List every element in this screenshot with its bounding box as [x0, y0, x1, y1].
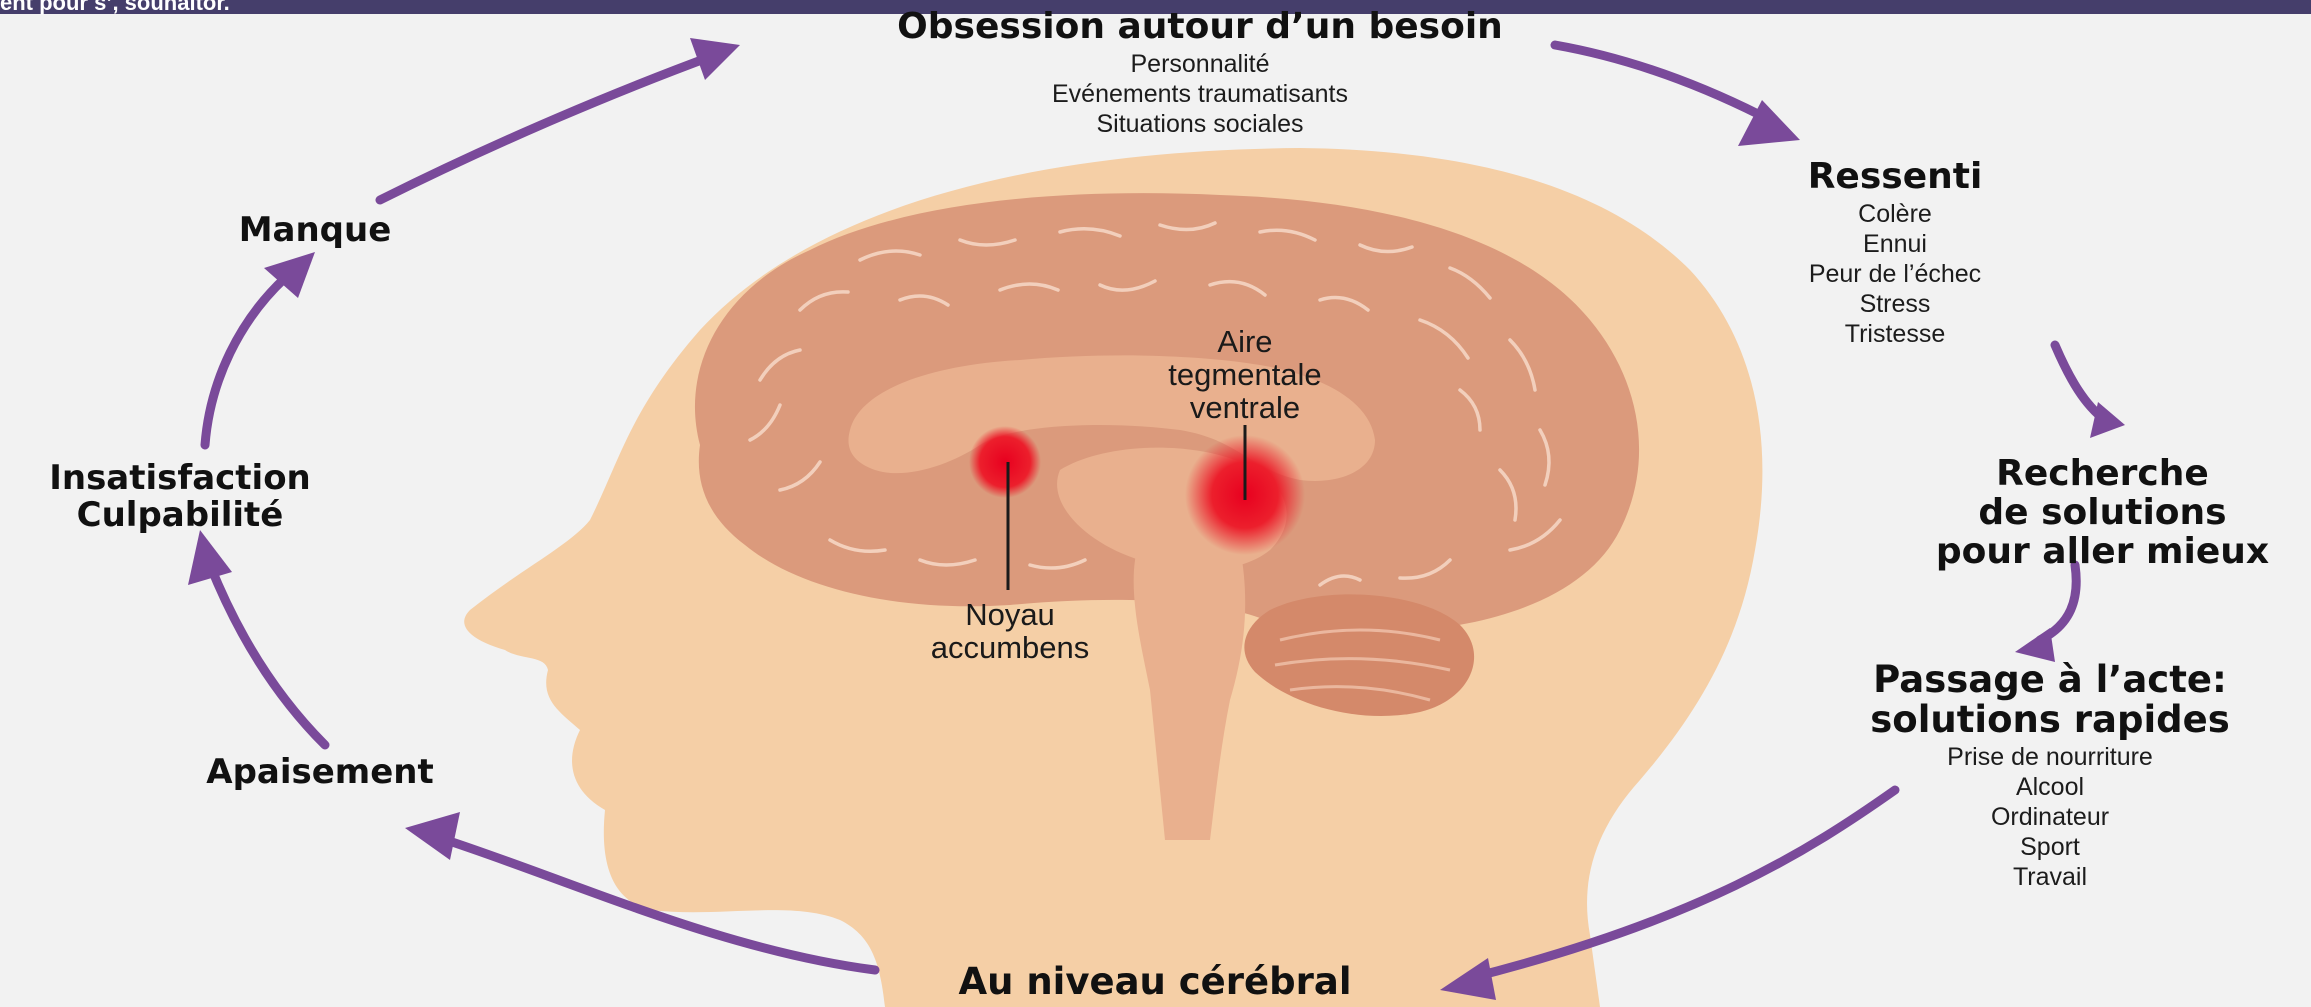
manque-title: Manque: [215, 212, 415, 249]
ressenti-item: Colère: [1735, 199, 2055, 229]
vta-label-line: tegmentale: [1090, 358, 1400, 391]
arrowhead-obsession: [690, 38, 740, 80]
passage-item: Alcool: [1790, 772, 2310, 802]
recherche-block: Recherche de solutions pour aller mieux: [1895, 455, 2310, 572]
vta-label: Aire tegmentale ventrale: [1090, 325, 1400, 424]
ressenti-item: Peur de l’échec: [1735, 259, 2055, 289]
vta-label-line: ventrale: [1090, 391, 1400, 424]
accumbens-label-line: Noyau: [865, 598, 1155, 631]
arrowhead-apaisement: [405, 812, 460, 860]
passage-title-line: Passage à l’acte:: [1790, 660, 2310, 700]
insatisfaction-block: Insatisfaction Culpabilité: [0, 460, 360, 533]
apaisement-block: Apaisement: [150, 754, 490, 791]
cerebral-block: Au niveau cérébral: [855, 962, 1455, 1002]
arrow-insatisfaction-to-manque: [205, 278, 285, 445]
passage-block: Passage à l’acte: solutions rapides Pris…: [1790, 660, 2310, 892]
recherche-title-line: de solutions: [1895, 494, 2310, 533]
accumbens-label: Noyau accumbens: [865, 598, 1155, 664]
nucleus-accumbens-spot: [969, 426, 1041, 498]
arrowhead-passage: [2015, 628, 2055, 662]
arrow-recherche-to-passage: [2040, 565, 2076, 640]
obsession-block: Obsession autour d’un besoin Personnalit…: [790, 8, 1610, 139]
passage-item: Prise de nourriture: [1790, 742, 2310, 772]
arrowhead-insatisfaction: [188, 530, 232, 585]
vta-label-line: Aire: [1090, 325, 1400, 358]
obsession-item: Personnalité: [790, 49, 1610, 79]
ressenti-item: Tristesse: [1735, 319, 2055, 349]
ressenti-item: Stress: [1735, 289, 2055, 319]
obsession-title: Obsession autour d’un besoin: [790, 8, 1610, 47]
cerebral-title: Au niveau cérébral: [855, 962, 1455, 1002]
passage-title-line: solutions rapides: [1790, 700, 2310, 740]
passage-item: Travail: [1790, 862, 2310, 892]
passage-item: Ordinateur: [1790, 802, 2310, 832]
obsession-item: Evénements traumatisants: [790, 79, 1610, 109]
accumbens-label-line: accumbens: [865, 631, 1155, 664]
insatisfaction-title-line: Insatisfaction: [0, 460, 360, 497]
passage-item: Sport: [1790, 832, 2310, 862]
ressenti-title: Ressenti: [1735, 158, 2055, 197]
arrow-manque-to-obsession: [380, 55, 715, 200]
recherche-title-line: pour aller mieux: [1895, 533, 2310, 572]
manque-block: Manque: [215, 212, 415, 249]
obsession-item: Situations sociales: [790, 109, 1610, 139]
arrow-apaisement-to-insatisfaction: [210, 565, 325, 745]
recherche-title-line: Recherche: [1895, 455, 2310, 494]
ressenti-item: Ennui: [1735, 229, 2055, 259]
insatisfaction-title-line: Culpabilité: [0, 497, 360, 534]
ressenti-block: Ressenti Colère Ennui Peur de l’échec St…: [1735, 158, 2055, 349]
apaisement-title: Apaisement: [150, 754, 490, 791]
